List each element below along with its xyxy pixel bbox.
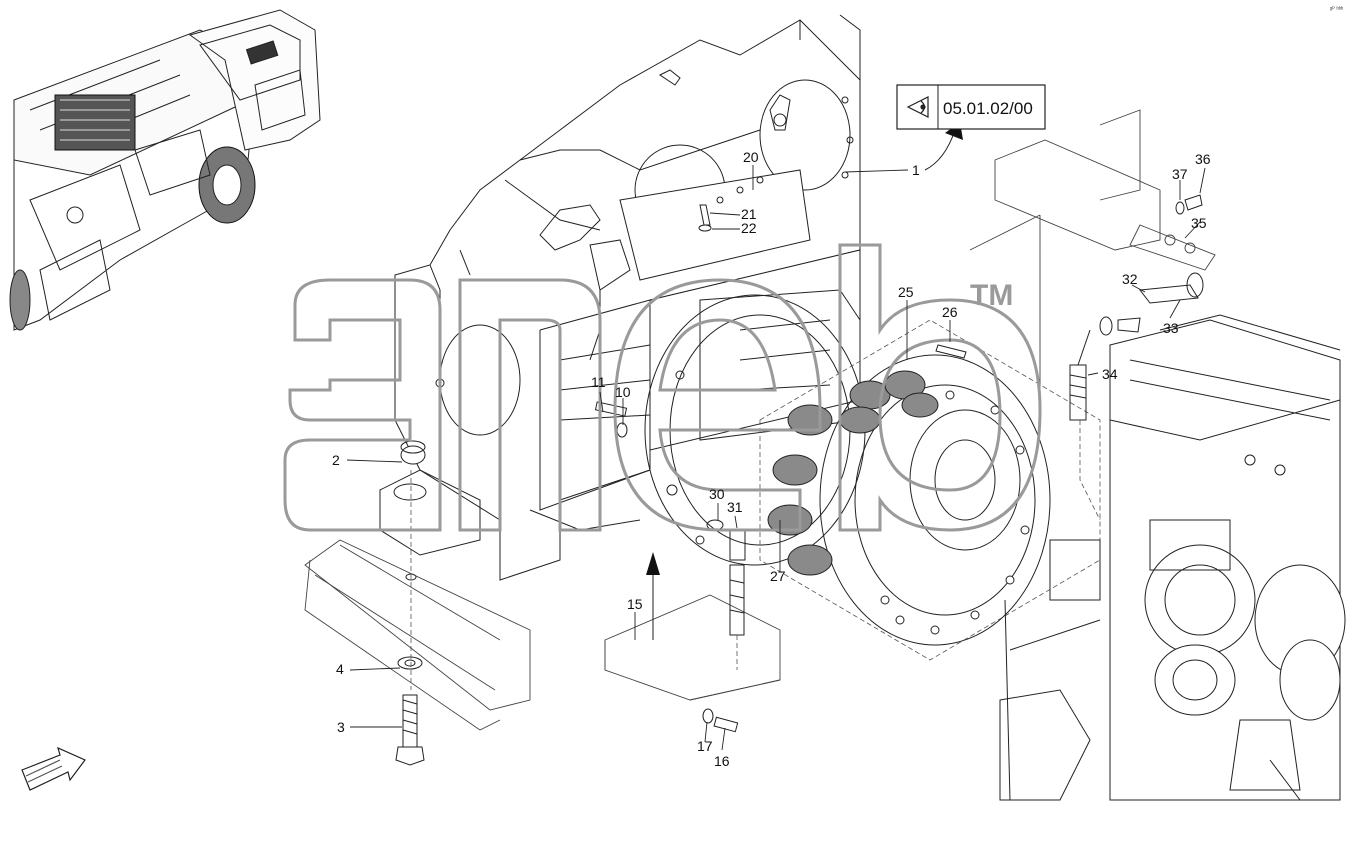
support-beam bbox=[969, 109, 1216, 400]
transmission-housing bbox=[394, 14, 861, 581]
mounting-plane-outline bbox=[759, 319, 1101, 661]
view-eye-icon bbox=[906, 96, 929, 118]
callout-15: 15 bbox=[627, 596, 643, 612]
callout-10: 10 bbox=[615, 384, 631, 400]
callout-2: 2 bbox=[332, 452, 340, 468]
callout-36: 36 bbox=[1195, 151, 1211, 167]
corner-mark: ᵍᴾ ᵇᵇᵇ bbox=[1330, 6, 1344, 13]
callout-17: 17 bbox=[697, 738, 713, 754]
orientation-arrow-icon bbox=[21, 746, 86, 791]
callout-34: 34 bbox=[1102, 366, 1118, 382]
callout-4: 4 bbox=[336, 661, 344, 677]
callout-31: 31 bbox=[727, 499, 743, 515]
hose-assembly bbox=[729, 329, 1101, 670]
callout-25: 25 bbox=[898, 284, 914, 300]
reference-code: 05.01.02/00 bbox=[943, 99, 1033, 118]
callout-20: 20 bbox=[743, 149, 759, 165]
callout-1: 1 bbox=[912, 162, 920, 178]
callout-27: 27 bbox=[770, 568, 786, 584]
callout-16: 16 bbox=[714, 753, 730, 769]
flexible-coupling bbox=[767, 354, 1051, 646]
callout-26: 26 bbox=[942, 304, 958, 320]
reference-box: 05.01.02/00 bbox=[896, 84, 1046, 130]
callout-11: 11 bbox=[591, 374, 606, 390]
callout-22: 22 bbox=[741, 220, 757, 236]
callout-3: 3 bbox=[337, 719, 345, 735]
callout-21: 21 bbox=[741, 206, 757, 222]
callout-32: 32 bbox=[1122, 271, 1138, 287]
frame-rail bbox=[304, 539, 531, 731]
callout-37: 37 bbox=[1172, 166, 1188, 182]
machine-thumbnail bbox=[9, 9, 321, 331]
watermark: TM bbox=[283, 243, 1042, 532]
callout-30: 30 bbox=[709, 486, 725, 502]
cover-plate bbox=[604, 594, 781, 701]
watermark-trademark: TM bbox=[970, 279, 1013, 312]
callout-33: 33 bbox=[1163, 320, 1179, 336]
callout-35: 35 bbox=[1191, 215, 1207, 231]
leader-lines bbox=[346, 165, 1206, 751]
callout-labels: 1 2 3 4 10 11 15 16 17 20 21 22 25 26 27… bbox=[332, 149, 1211, 769]
engine-block bbox=[999, 314, 1346, 801]
